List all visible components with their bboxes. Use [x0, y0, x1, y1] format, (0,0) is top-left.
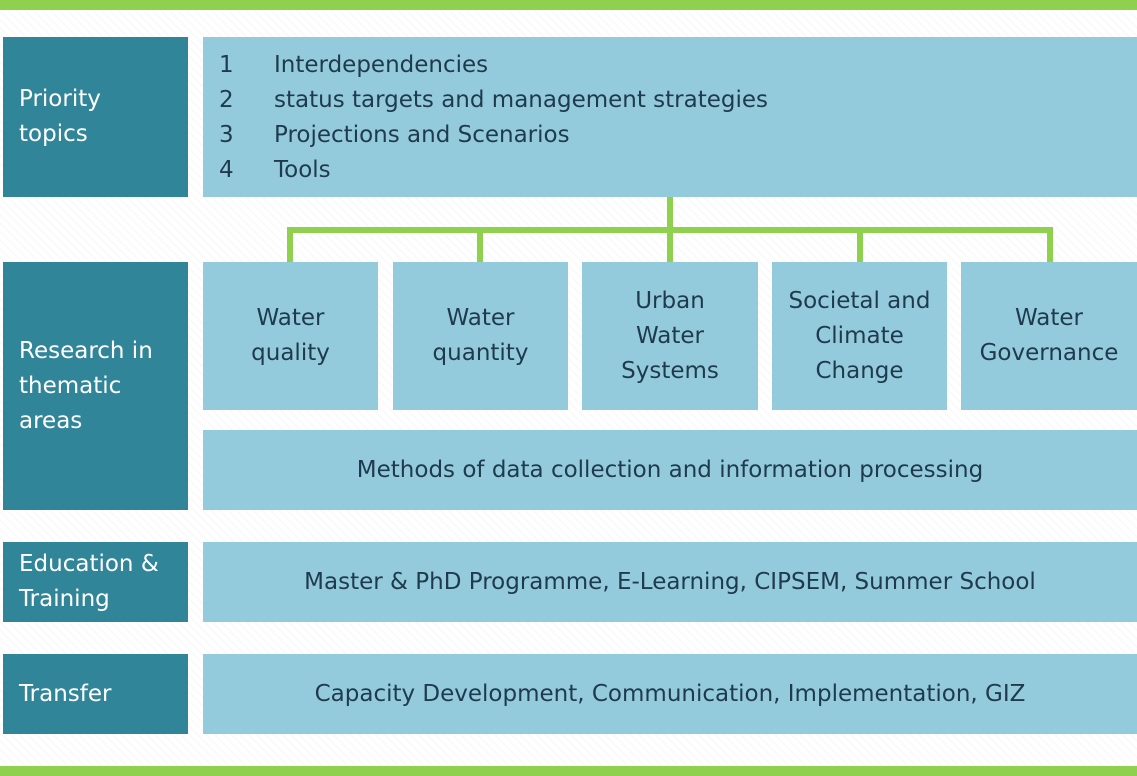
topic-number: 1 [219, 52, 234, 78]
topic-text: Interdependencies [274, 52, 489, 78]
area-text: Water Governance [979, 305, 1119, 366]
transfer-text: Capacity Development, Communication, Imp… [314, 680, 1026, 707]
top-accent-bar [0, 0, 1137, 10]
methods-box: Methods of data collection and informati… [203, 430, 1137, 510]
education-text: Master & PhD Programme, E-Learning, CIPS… [304, 568, 1036, 595]
area-urban-water-systems: Urban Water Systems [582, 262, 758, 410]
label-education: Education & Training [3, 542, 188, 622]
label-transfer-text: Transfer [19, 680, 112, 707]
topic-number: 2 [219, 87, 234, 113]
topic-text: Tools [274, 157, 331, 183]
topic-number: 4 [219, 157, 234, 183]
area-water-quality: Water quality [203, 262, 378, 410]
area-water-quantity: Water quantity [393, 262, 568, 410]
area-text: Societal and Climate Change [788, 287, 931, 384]
education-box: Master & PhD Programme, E-Learning, CIPS… [203, 542, 1137, 622]
label-priority-topics-text: Priority topics [19, 86, 101, 147]
topic-text: Projections and Scenarios [274, 122, 570, 148]
label-priority-topics: Priority topics [3, 37, 188, 197]
label-research: Research in thematic areas [3, 262, 188, 510]
transfer-box: Capacity Development, Communication, Imp… [203, 654, 1137, 734]
methods-text: Methods of data collection and informati… [356, 456, 984, 483]
area-societal-climate-change: Societal and Climate Change [772, 262, 947, 410]
label-research-text: Research in thematic areas [19, 337, 153, 434]
label-transfer: Transfer [3, 654, 188, 734]
bottom-accent-bar [0, 766, 1137, 776]
priority-topics-box: 1 Interdependencies 2 status targets and… [203, 37, 1137, 197]
label-education-text: Education & Training [19, 551, 159, 612]
topic-text: status targets and management strategies [274, 87, 769, 113]
area-water-governance: Water Governance [961, 262, 1137, 410]
area-text: Water quality [251, 305, 330, 366]
topic-number: 3 [219, 122, 234, 148]
area-text: Urban Water Systems [621, 287, 719, 384]
area-text: Water quantity [432, 305, 529, 366]
